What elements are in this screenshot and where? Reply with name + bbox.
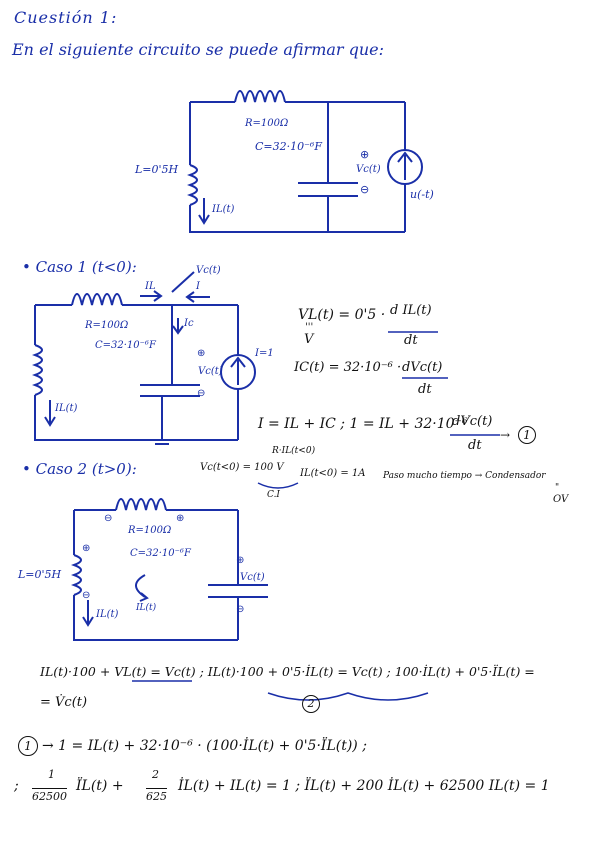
caso1-minus-icon: ⊖ [197,388,206,399]
equation-line-4-frac2-num: 2 [152,768,159,781]
annotation-strokes [132,331,500,701]
caso2-vc-label: Vc(t) [240,572,265,583]
caso1-capacitor-label: C=32·10⁻⁶F [95,340,156,351]
equation-line-4-frac1-den: 62500 [32,788,67,803]
caso2-plus-icon-c: ⊕ [236,555,245,566]
c1-resistor-label: R=100Ω [245,118,289,129]
caso2-minus-icon-c: ⊖ [236,604,245,615]
caso1-source-label: I=1 [255,348,274,359]
caso2-minus-icon-l: ⊖ [82,590,91,601]
c1-source-label: u(-t) [410,188,434,201]
caso1-eq1-lhs: VL(t) = 0'5 · [298,307,386,323]
caso2-note-vc: Vc(t<0) = 100 V [200,462,284,473]
caso1-eq3-num: dVc(t) [452,414,493,429]
caso2-note-r: R·IL(t<0) [272,446,316,456]
caso2-note-ci: C.I [267,490,280,500]
caso1-il-label: IL(t) [55,403,78,414]
caso2-resistor-label: R=100Ω [128,525,172,536]
caso2-heading: • Caso 2 (t>0): [22,460,137,478]
caso2-plus-icon-r-right: ⊕ [176,513,185,524]
circuit-1 [187,90,423,233]
caso1-eq1-v: V [304,332,314,347]
caso1-eq3-arrow: → [500,428,511,442]
caso1-eq2-num: dVc(t) [402,360,443,375]
equation-line-1-ref: 2 [302,695,320,713]
caso1-eq1-num: d IL(t) [390,303,432,318]
caso1-resistor-label: R=100Ω [85,320,129,331]
caso1-il-arrow-label: IL [145,281,156,292]
caso1-eq1-mark: ''' [305,322,314,333]
caso1-eq1-den: dt [404,333,418,348]
circuit-2 [32,271,256,445]
caso2-plus-icon-l: ⊕ [82,543,91,554]
caso2-note-quote: " [555,483,560,493]
caso1-eq3: I = IL + IC ; 1 = IL + 32·10⁻⁶ [258,416,468,432]
equation-line-2: = V̇c(t) [40,695,88,710]
equation-line-4-part-b: ÏL(t) + [76,778,124,794]
caso2-capacitor-label: C=32·10⁻⁶F [130,548,191,559]
c1-minus-icon: ⊖ [360,183,370,196]
caso1-eq2-den: dt [418,382,432,397]
caso2-plus-icon-r-left: ⊖ [104,513,113,524]
equation-line-3: → 1 = IL(t) + 32·10⁻⁶ · (100·İL(t) + 0'5… [42,738,367,754]
c1-vc-label: Vc(t) [356,164,381,175]
caso1-plus-icon: ⊕ [197,348,206,359]
equation-line-1: IL(t)·100 + VL(t) = Vc(t) ; IL(t)·100 + … [40,664,535,679]
caso2-note-ov: OV [553,494,569,505]
caso2-note-il: IL(t<0) = 1A [300,468,366,479]
c1-il-label: IL(t) [212,204,235,215]
caso1-i-arrow-label: I [196,281,200,292]
equation-line-4-part-d: İL(t) + IL(t) = 1 ; ÏL(t) + 200 İL(t) + … [178,778,550,794]
page-title: Cuestión 1: [14,8,118,27]
circuit-3 [71,498,268,641]
caso2-il-label: IL(t) [96,609,119,620]
caso1-ic-label: Ic [184,318,194,329]
c1-plus-icon: ⊕ [360,148,370,161]
caso2-loop-il-label: IL(t) [136,603,157,613]
c1-inductor-label: L=0'5H [135,163,179,176]
equation-line-4-frac2-den: 625 [146,788,167,803]
caso1-vc-top-label: Vc(t) [196,265,221,276]
equation-line-4-frac1-num: 1 [48,768,55,781]
c1-capacitor-label: C=32·10⁻⁶F [255,140,322,153]
caso1-heading: • Caso 1 (t<0): [22,258,137,276]
equation-line-4-semicolon: ; [14,778,19,794]
caso1-eq2-lhs: IC(t) = 32·10⁻⁶ · [294,360,402,375]
caso2-inductor-label: L=0'5H [18,568,62,581]
caso1-vc-label: Vc(t) [198,366,223,377]
caso1-eq3-ref: 1 [518,426,536,444]
question-prompt: En el siguiente circuito se puede afirma… [12,40,385,59]
caso1-eq3-den: dt [468,438,482,453]
caso2-note-paso: Paso mucho tiempo → Condensador [383,471,546,481]
equation-line-3-ref: 1 [18,736,38,756]
